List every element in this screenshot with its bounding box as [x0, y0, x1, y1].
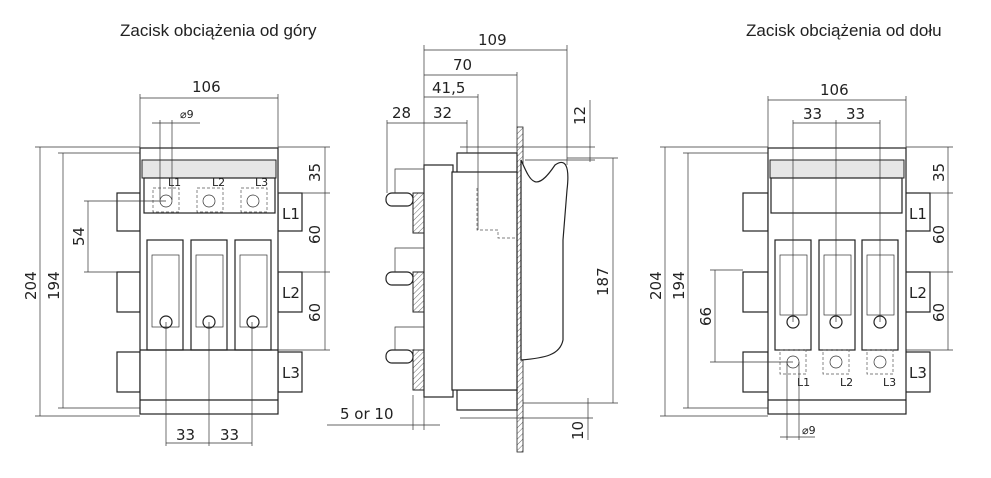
view-title-bottom: Zacisk obciążenia od dołu	[746, 21, 942, 40]
top-connection-view: Zacisk obciążenia od góry L1 L2 L3 L1 L2…	[22, 21, 330, 446]
dim-187: 187	[594, 267, 612, 296]
side-terminals	[385, 168, 425, 391]
dimension-lines	[660, 96, 953, 440]
dim-32: 32	[433, 104, 452, 122]
comb-strip	[769, 159, 905, 179]
dim-10: 10	[569, 421, 587, 440]
bottom-connection-view: Zacisk obciążenia od dołu L1 L2 L3 L1 L2…	[647, 21, 953, 440]
bottom-cap	[456, 389, 518, 411]
dim-12: 12	[571, 106, 589, 125]
dim-width: 106	[192, 78, 221, 96]
phase-label: L1	[909, 205, 927, 223]
dim-seg1: 60	[306, 225, 324, 244]
dim-41-5: 41,5	[432, 79, 465, 97]
main-body	[451, 171, 518, 391]
phase-label: L2	[212, 176, 225, 189]
dim-height-inner: 194	[670, 271, 688, 300]
dim-height-total: 204	[647, 271, 665, 300]
handle	[520, 159, 569, 361]
view-title-top: Zacisk obciążenia od góry	[120, 21, 317, 40]
side-view: 109 70 41,5 28 32 12 187 10 5 or 10	[327, 31, 618, 453]
phase-label: L3	[255, 176, 268, 189]
top-cap	[456, 152, 518, 174]
dim-pitch-b: 33	[846, 105, 865, 123]
dim-seg2: 60	[930, 303, 948, 322]
phase-label: L2	[840, 376, 853, 389]
base-plate	[423, 164, 454, 398]
dim-pitch-vertical: 54	[70, 227, 88, 246]
dim-height-total: 204	[22, 271, 40, 300]
phase-label: L1	[797, 376, 810, 389]
dim-diameter: ⌀9	[180, 108, 194, 121]
phase-label: L3	[282, 364, 300, 382]
dim-height-inner: 194	[45, 271, 63, 300]
dim-diameter: ⌀9	[802, 424, 816, 437]
dim-109: 109	[478, 31, 507, 49]
dim-pitch-vertical: 66	[697, 307, 715, 326]
dim-top: 35	[930, 163, 948, 182]
dim-pitch-a: 33	[176, 426, 195, 444]
phase-label: L3	[883, 376, 896, 389]
phase-label: L3	[909, 364, 927, 382]
dim-seg1: 60	[930, 225, 948, 244]
phase-label: L2	[282, 284, 300, 302]
fuse-carriers	[774, 239, 899, 351]
side-dimension-lines	[327, 45, 618, 440]
dim-5-or-10: 5 or 10	[340, 405, 394, 423]
dim-width: 106	[820, 81, 849, 99]
dimension-lines	[35, 94, 330, 446]
phase-label: L1	[168, 176, 181, 189]
dim-pitch-b: 33	[220, 426, 239, 444]
dim-top: 35	[306, 163, 324, 182]
dim-pitch-a: 33	[803, 105, 822, 123]
phase-label: L2	[909, 284, 927, 302]
dim-70: 70	[453, 56, 472, 74]
dim-28: 28	[392, 104, 411, 122]
top-cover	[770, 177, 903, 214]
phase-label: L1	[282, 205, 300, 223]
dim-seg2: 60	[306, 303, 324, 322]
